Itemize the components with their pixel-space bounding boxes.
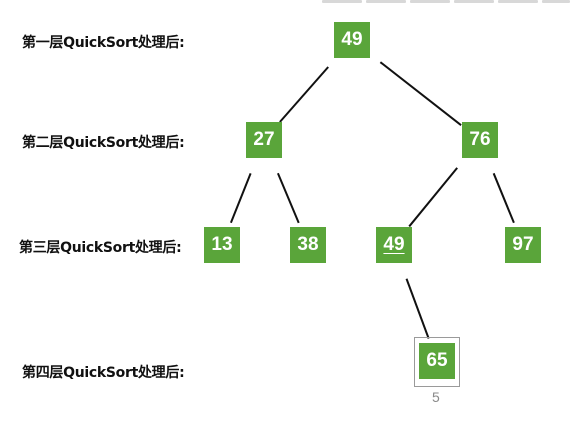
node-13[interactable]: 13 [204, 227, 240, 263]
level-2-label: 第二层QuickSort处理后: [22, 135, 185, 151]
toolbar-tab[interactable] [366, 0, 406, 3]
selected-node-frame [414, 337, 460, 387]
top-toolbar-strip [0, 0, 571, 3]
node-76[interactable]: 76 [462, 122, 498, 158]
node-65[interactable]: 65 [419, 343, 455, 379]
level-3-label: 第三层QuickSort处理后: [19, 240, 182, 256]
node-value: 49 [383, 234, 405, 255]
edge-n76-n49b [408, 167, 458, 228]
node-value: 13 [211, 234, 233, 255]
node-97[interactable]: 97 [505, 227, 541, 263]
node-value: 49 [341, 29, 363, 50]
edge-n49a-n27 [279, 66, 329, 123]
page-number: 5 [432, 389, 440, 405]
edge-n27-n38 [276, 172, 300, 224]
node-value: 27 [253, 129, 275, 150]
toolbar-tab[interactable] [542, 0, 570, 3]
toolbar-tab[interactable] [410, 0, 450, 3]
node-49-underlined[interactable]: 49 [376, 227, 412, 263]
node-value: 97 [512, 234, 534, 255]
node-value: 65 [426, 350, 448, 371]
node-38[interactable]: 38 [290, 227, 326, 263]
toolbar-tab[interactable] [322, 0, 362, 3]
node-root-49[interactable]: 49 [334, 22, 370, 58]
edge-n76-n97 [492, 172, 515, 224]
node-value: 38 [297, 234, 319, 255]
node-value: 76 [469, 129, 491, 150]
node-27[interactable]: 27 [246, 122, 282, 158]
edge-n49b-n65 [405, 278, 430, 339]
toolbar-tab[interactable] [498, 0, 538, 3]
edge-n49a-n76 [379, 61, 462, 127]
level-4-label: 第四层QuickSort处理后: [22, 365, 185, 381]
toolbar-tab[interactable] [454, 0, 494, 3]
edge-n27-n13 [229, 173, 252, 224]
level-1-label: 第一层QuickSort处理后: [22, 35, 185, 51]
